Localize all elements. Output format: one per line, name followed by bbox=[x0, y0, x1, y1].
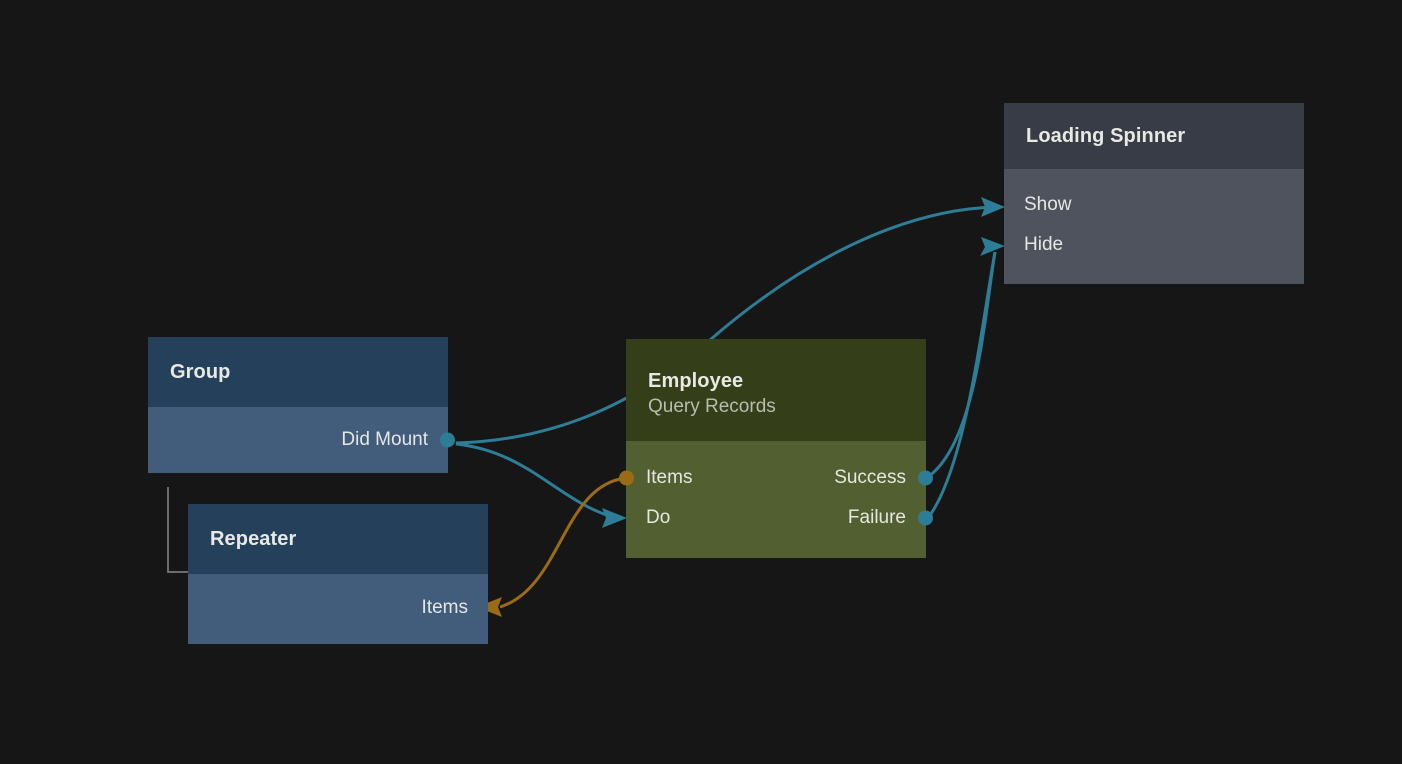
node-group-body: Did Mount bbox=[148, 407, 455, 473]
port-dot-orange-in[interactable] bbox=[619, 470, 634, 486]
edge-failure-to-hide[interactable] bbox=[926, 237, 1005, 519]
node-employee[interactable]: Employee Query Records Items Success Do … bbox=[619, 339, 933, 558]
port-repeater-items[interactable]: Items bbox=[188, 588, 488, 628]
port-employee-items-label[interactable]: Items bbox=[646, 467, 693, 488]
node-loading-spinner[interactable]: Loading Spinner Show Hide bbox=[1004, 103, 1304, 284]
node-group[interactable]: Group Did Mount bbox=[148, 337, 455, 473]
port-repeater-items-label: Items bbox=[421, 597, 468, 618]
edge-arrowhead bbox=[980, 237, 1005, 256]
port-loading-spinner-show[interactable]: Show bbox=[1004, 185, 1304, 225]
node-group-title: Group bbox=[170, 361, 231, 383]
node-employee-title: Employee bbox=[648, 370, 744, 392]
node-repeater[interactable]: Repeater Items bbox=[188, 504, 488, 644]
edge-success-to-hide[interactable] bbox=[927, 251, 997, 479]
node-repeater-body: Items bbox=[188, 574, 488, 644]
edge-path bbox=[927, 251, 997, 479]
node-employee-body: Items Success Do Failure bbox=[619, 441, 933, 558]
edge-path bbox=[499, 477, 621, 609]
node-employee-header[interactable]: Employee Query Records bbox=[626, 339, 926, 441]
edge-arrowhead bbox=[602, 508, 627, 528]
port-dot-teal-failure[interactable] bbox=[918, 510, 933, 526]
edge-employee-items-to-repeater-items[interactable] bbox=[477, 477, 621, 617]
node-loading-spinner-header[interactable]: Loading Spinner bbox=[1004, 103, 1304, 169]
edge-arrowhead bbox=[981, 197, 1005, 217]
port-row-do-failure: Do Failure bbox=[626, 498, 933, 538]
port-employee-failure-label[interactable]: Failure bbox=[847, 507, 906, 528]
port-group-did-mount[interactable]: Did Mount bbox=[148, 420, 455, 460]
port-loading-spinner-show-label: Show bbox=[1024, 194, 1072, 215]
node-loading-spinner-title: Loading Spinner bbox=[1026, 125, 1186, 147]
node-repeater-title: Repeater bbox=[210, 528, 297, 550]
port-dot-teal-success[interactable] bbox=[918, 470, 933, 486]
port-row-items-success: Items Success bbox=[619, 458, 933, 498]
node-employee-subtitle: Query Records bbox=[648, 396, 776, 417]
port-employee-do-label[interactable]: Do bbox=[646, 507, 671, 528]
port-group-did-mount-label: Did Mount bbox=[341, 429, 428, 450]
port-employee-success-label[interactable]: Success bbox=[834, 467, 906, 488]
port-loading-spinner-hide-label: Hide bbox=[1024, 234, 1064, 255]
node-group-header[interactable]: Group bbox=[148, 337, 448, 407]
port-loading-spinner-hide[interactable]: Hide bbox=[1004, 225, 1304, 265]
node-repeater-header[interactable]: Repeater bbox=[188, 504, 488, 574]
port-dot-teal-out[interactable] bbox=[440, 432, 455, 448]
node-loading-spinner-body: Show Hide bbox=[1004, 169, 1304, 284]
edge-path bbox=[926, 251, 997, 519]
tree-connector-group-repeater bbox=[167, 487, 189, 573]
